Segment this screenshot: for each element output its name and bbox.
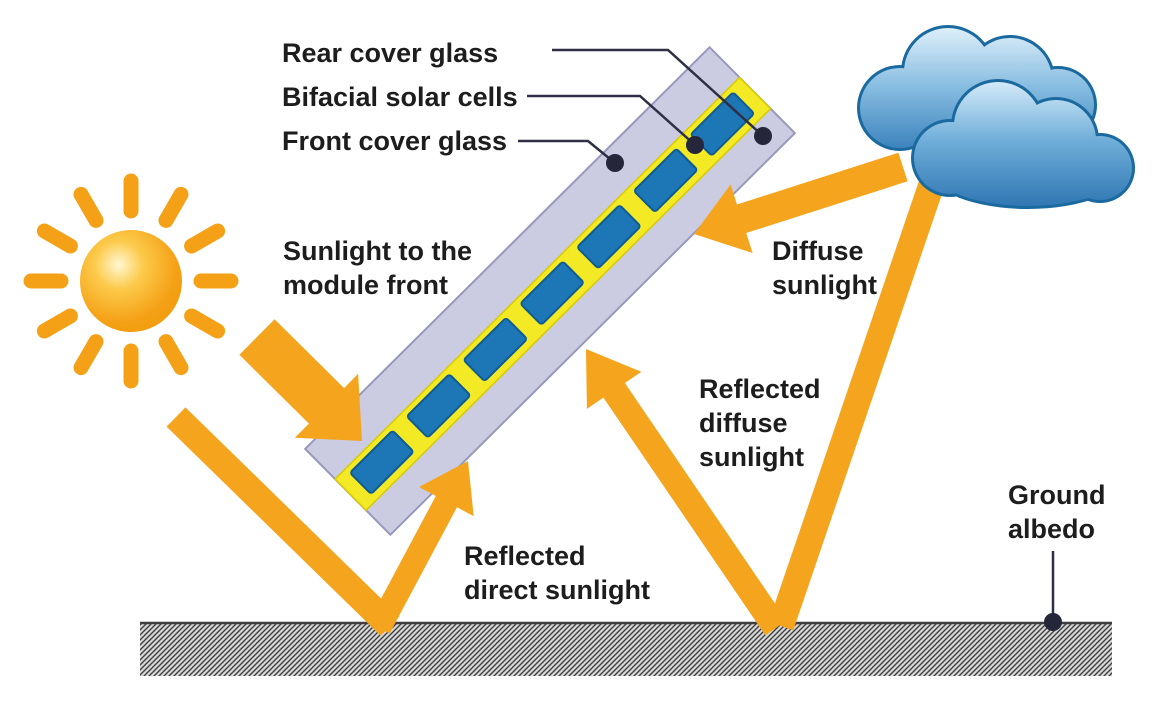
sun-ray-beam — [36, 223, 78, 254]
sun-ray-beam — [158, 334, 189, 376]
solar-cell — [577, 205, 641, 269]
front-glass-connector — [518, 139, 616, 164]
sun-ray-beam — [36, 308, 78, 339]
cloud-icon — [857, 25, 1135, 209]
cells-connector — [527, 94, 696, 146]
solar-cell — [520, 261, 584, 325]
sun-ray-beam — [73, 334, 104, 376]
reflected-diffuse-arrow — [586, 349, 787, 636]
solar-cells — [350, 92, 755, 494]
diffuse-to-ground-ray — [768, 178, 945, 631]
light-rays — [166, 152, 945, 636]
sun-ray-beam — [184, 308, 226, 339]
solar-cell — [463, 317, 527, 382]
reflected-direct-arrow — [368, 461, 474, 634]
direct-sunlight-arrow — [239, 319, 362, 441]
cells-dot — [686, 136, 704, 154]
solar-cell — [634, 148, 698, 212]
direct-to-ground-ray — [166, 407, 400, 636]
rear-glass-dot — [754, 127, 772, 145]
rear-cover-glass-label: Rear cover glass — [282, 38, 499, 68]
sunlight-to-front-label: Sunlight to the module front — [283, 236, 472, 301]
sun-icon — [23, 173, 239, 389]
diffuse-sunlight-arrow — [694, 152, 908, 253]
ground-hatch — [140, 621, 1112, 676]
ground-albedo-dot — [1044, 613, 1062, 631]
rear-glass-connector — [552, 48, 764, 137]
reflected-diffuse-label: Reflected diffuse sunlight — [699, 374, 821, 473]
sun-ray-beam — [158, 186, 189, 228]
label-connectors — [518, 48, 772, 172]
ground-albedo-connector — [1044, 551, 1062, 631]
sun-ray-beam — [73, 186, 104, 228]
sun-ray-beam — [184, 223, 226, 254]
reflected-direct-label: Reflected direct sunlight — [464, 541, 651, 606]
solar-cell — [406, 374, 471, 438]
front-glass-dot — [606, 154, 624, 172]
diffuse-sunlight-label: Diffuse sunlight — [772, 236, 877, 301]
bifacial-solar-cells-label: Bifacial solar cells — [282, 82, 518, 112]
solar-cell — [350, 430, 414, 494]
bifacial-module — [303, 45, 797, 537]
ground-albedo-label: Ground albedo — [1008, 480, 1106, 545]
front-cover-glass-label: Front cover glass — [282, 126, 508, 156]
